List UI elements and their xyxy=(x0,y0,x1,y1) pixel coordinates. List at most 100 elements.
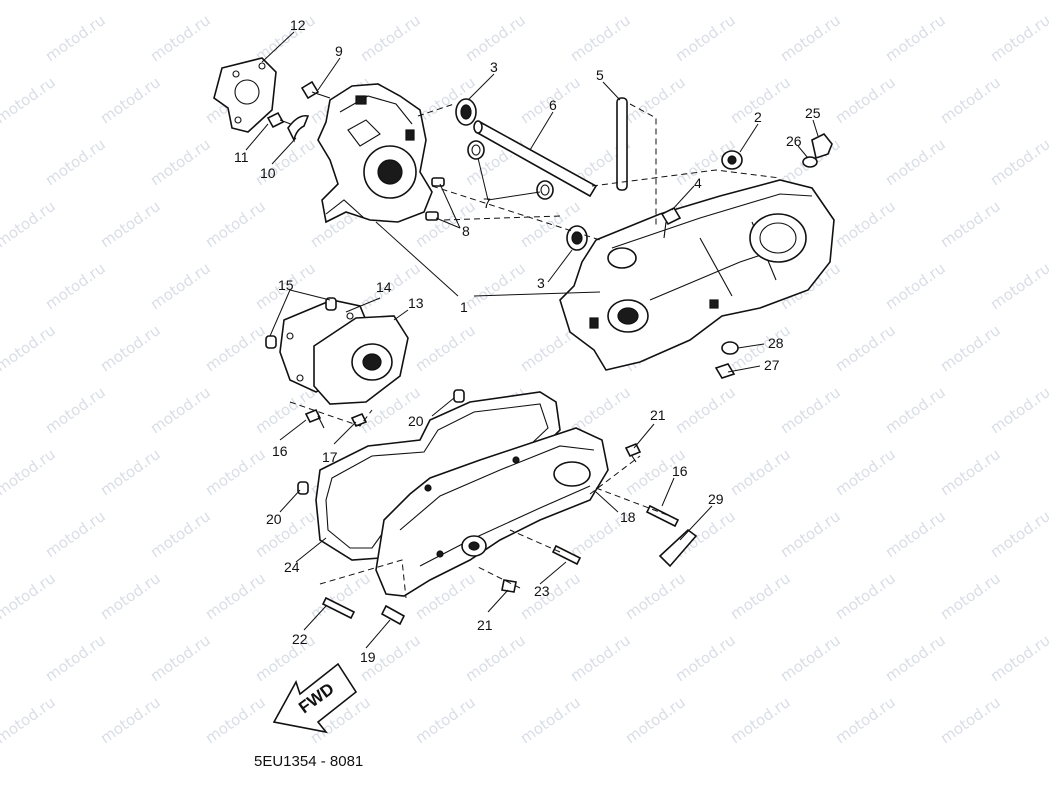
callout-10: 10 xyxy=(260,165,276,181)
callout-17: 17 xyxy=(322,449,338,465)
o-ring-part-26 xyxy=(802,156,818,168)
watermark-text: motod.ru xyxy=(252,383,319,437)
watermark-text: motod.ru xyxy=(42,383,109,437)
leader-lines xyxy=(245,31,819,649)
callout-numbers: 12 9 11 10 3 6 5 2 25 26 4 7 8 3 1 15 14… xyxy=(234,17,821,665)
bolt-part-16-left xyxy=(304,408,325,429)
callout-3-upper: 3 xyxy=(490,59,498,75)
watermark-text: motod.ru xyxy=(0,11,4,65)
watermark-text: motod.ru xyxy=(0,135,4,189)
watermark-text: motod.ru xyxy=(357,11,424,65)
dowel-pins-part-8 xyxy=(425,177,445,221)
watermark-text: motod.ru xyxy=(0,321,59,375)
watermark-text: motod.ru xyxy=(832,0,899,3)
watermark-text: motod.ru xyxy=(202,569,269,623)
oil-seal-part-7b xyxy=(536,180,554,200)
watermark-text: motod.ru xyxy=(937,73,1004,127)
watermark-text: motod.ru xyxy=(97,197,164,251)
shaft-part-6 xyxy=(473,120,598,198)
callout-12: 12 xyxy=(290,17,306,33)
watermark-text: motod.ru xyxy=(462,11,529,65)
watermark-text: motod.ru xyxy=(882,259,949,313)
watermark-text: motod.ru xyxy=(97,321,164,375)
watermark-text: motod.ru xyxy=(97,445,164,499)
watermark-text: motod.ru xyxy=(0,631,4,685)
watermark-text: motod.ru xyxy=(937,445,1004,499)
callout-21-lower: 21 xyxy=(477,617,493,633)
callout-1: 1 xyxy=(460,299,468,315)
callout-4: 4 xyxy=(694,175,702,191)
callout-21-right: 21 xyxy=(650,407,666,423)
watermark-text: motod.ru xyxy=(937,321,1004,375)
watermark-text: motod.ru xyxy=(252,11,319,65)
watermark-text: motod.ru xyxy=(0,569,59,623)
watermark-text: motod.ru xyxy=(727,445,794,499)
watermark-text: motod.ru xyxy=(0,197,59,251)
callout-29: 29 xyxy=(708,491,724,507)
watermark-text: motod.ru xyxy=(0,507,4,561)
callout-18: 18 xyxy=(620,509,636,525)
watermark-text: motod.ru xyxy=(987,135,1049,189)
watermark-text: motod.ru xyxy=(567,11,634,65)
callout-13: 13 xyxy=(408,295,424,311)
callout-5: 5 xyxy=(596,67,604,83)
bolt-part-16-right xyxy=(645,504,680,528)
watermark-text: motod.ru xyxy=(882,135,949,189)
gasket-part-12 xyxy=(213,57,277,133)
callout-11: 11 xyxy=(234,149,249,165)
bolt-part-9 xyxy=(300,80,331,100)
watermark-text: motod.ru xyxy=(97,569,164,623)
drain-bolt-part-27 xyxy=(714,363,736,379)
watermark-text: motod.ru xyxy=(672,631,739,685)
watermark-text: motod.ru xyxy=(42,11,109,65)
cover-part-18 xyxy=(375,427,609,597)
callout-26: 26 xyxy=(786,133,802,149)
watermark-text: motod.ru xyxy=(777,11,844,65)
callout-16-left: 16 xyxy=(272,443,288,459)
diagram-code: 5EU1354 - 8081 xyxy=(254,753,363,770)
watermark-text: motod.ru xyxy=(412,321,479,375)
watermark-text: motod.ru xyxy=(987,259,1049,313)
watermark-text: motod.ru xyxy=(42,507,109,561)
callout-23: 23 xyxy=(534,583,550,599)
callout-20-upper: 20 xyxy=(408,413,424,429)
callout-20-lower: 20 xyxy=(266,511,282,527)
bolt-part-23 xyxy=(551,544,582,566)
bolt-part-4 xyxy=(660,206,682,239)
watermark-text: motod.ru xyxy=(97,693,164,747)
watermark-text: motod.ru xyxy=(672,383,739,437)
watermark-text: motod.ru xyxy=(97,73,164,127)
watermark-text: motod.ru xyxy=(412,693,479,747)
watermark-text: motod.ru xyxy=(777,507,844,561)
watermark-text: motod.ru xyxy=(517,0,584,3)
watermark-text: motod.ru xyxy=(622,693,689,747)
callout-25: 25 xyxy=(805,105,821,121)
callout-19: 19 xyxy=(360,649,376,665)
callout-7: 7 xyxy=(483,195,491,211)
watermark-text: motod.ru xyxy=(882,631,949,685)
bolt-part-21-right xyxy=(624,442,642,463)
watermark-text: motod.ru xyxy=(832,197,899,251)
watermark-text: motod.ru xyxy=(777,631,844,685)
watermark-text: motod.ru xyxy=(622,73,689,127)
watermark-text: motod.ru xyxy=(252,631,319,685)
watermark-text: motod.ru xyxy=(727,0,794,3)
watermark-text: motod.ru xyxy=(567,631,634,685)
bolt-part-21-lower xyxy=(501,579,517,593)
callout-6: 6 xyxy=(549,97,557,113)
watermark-text: motod.ru xyxy=(832,321,899,375)
watermark-text: motod.ru xyxy=(0,383,4,437)
washer-part-28 xyxy=(721,341,739,355)
watermark-text: motod.ru xyxy=(202,321,269,375)
callout-15: 15 xyxy=(278,277,294,293)
watermark-text: motod.ru xyxy=(727,569,794,623)
pin-part-5 xyxy=(616,97,628,191)
watermark-text: motod.ru xyxy=(832,569,899,623)
callout-9: 9 xyxy=(335,43,343,59)
watermark-text: motod.ru xyxy=(672,11,739,65)
watermark-text: motod.ru xyxy=(202,0,269,3)
callout-2: 2 xyxy=(754,109,762,125)
watermark-text: motod.ru xyxy=(0,73,59,127)
callout-28: 28 xyxy=(768,335,784,351)
watermark-text: motod.ru xyxy=(0,259,4,313)
